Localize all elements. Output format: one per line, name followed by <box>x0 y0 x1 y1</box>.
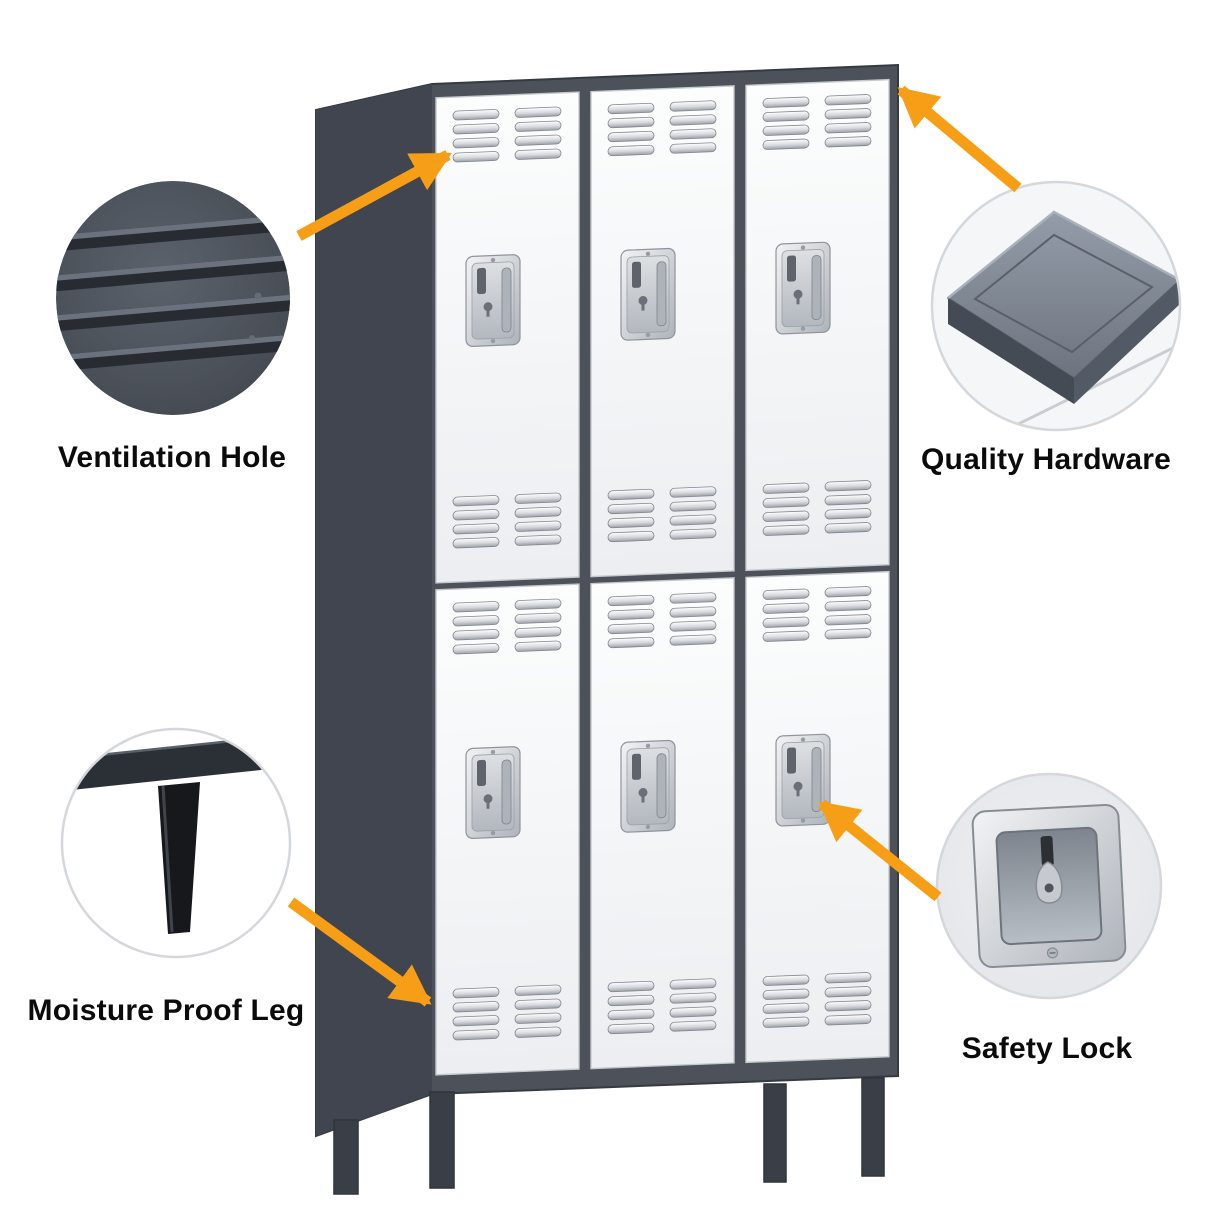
locker-door <box>591 86 734 577</box>
louver-blades-zoom <box>56 214 290 372</box>
callout-label-hardware: Quality Hardware <box>921 443 1171 476</box>
arrow-ventilation <box>296 150 452 241</box>
callout-label-lock: Safety Lock <box>961 1032 1133 1065</box>
callout-ventilation-inset <box>56 181 290 415</box>
locker-leg <box>429 1091 455 1189</box>
locker-door <box>436 584 579 1075</box>
locker-door <box>746 572 889 1063</box>
locker-side-panel <box>316 84 432 1136</box>
locker-leg <box>333 1119 359 1195</box>
callout-hardware-inset <box>930 180 1182 432</box>
locker-door <box>746 80 889 571</box>
locker-leg <box>861 1077 885 1177</box>
callout-leg-inset <box>60 727 292 959</box>
locker-legs <box>333 1077 885 1195</box>
locker-leg <box>763 1083 787 1183</box>
callout-label-leg: Moisture Proof Leg <box>27 994 305 1027</box>
callout-lock-inset <box>935 772 1163 1000</box>
locker-door <box>436 92 579 583</box>
callout-arrows <box>287 85 1022 1007</box>
locker-cabinet <box>315 63 899 1195</box>
locker-door <box>591 578 734 1069</box>
arrow-lock <box>818 799 942 902</box>
arrow-leg <box>287 897 432 1007</box>
callout-label-ventilation: Ventilation Hole <box>57 441 287 474</box>
arrow-hardware <box>897 85 1022 193</box>
